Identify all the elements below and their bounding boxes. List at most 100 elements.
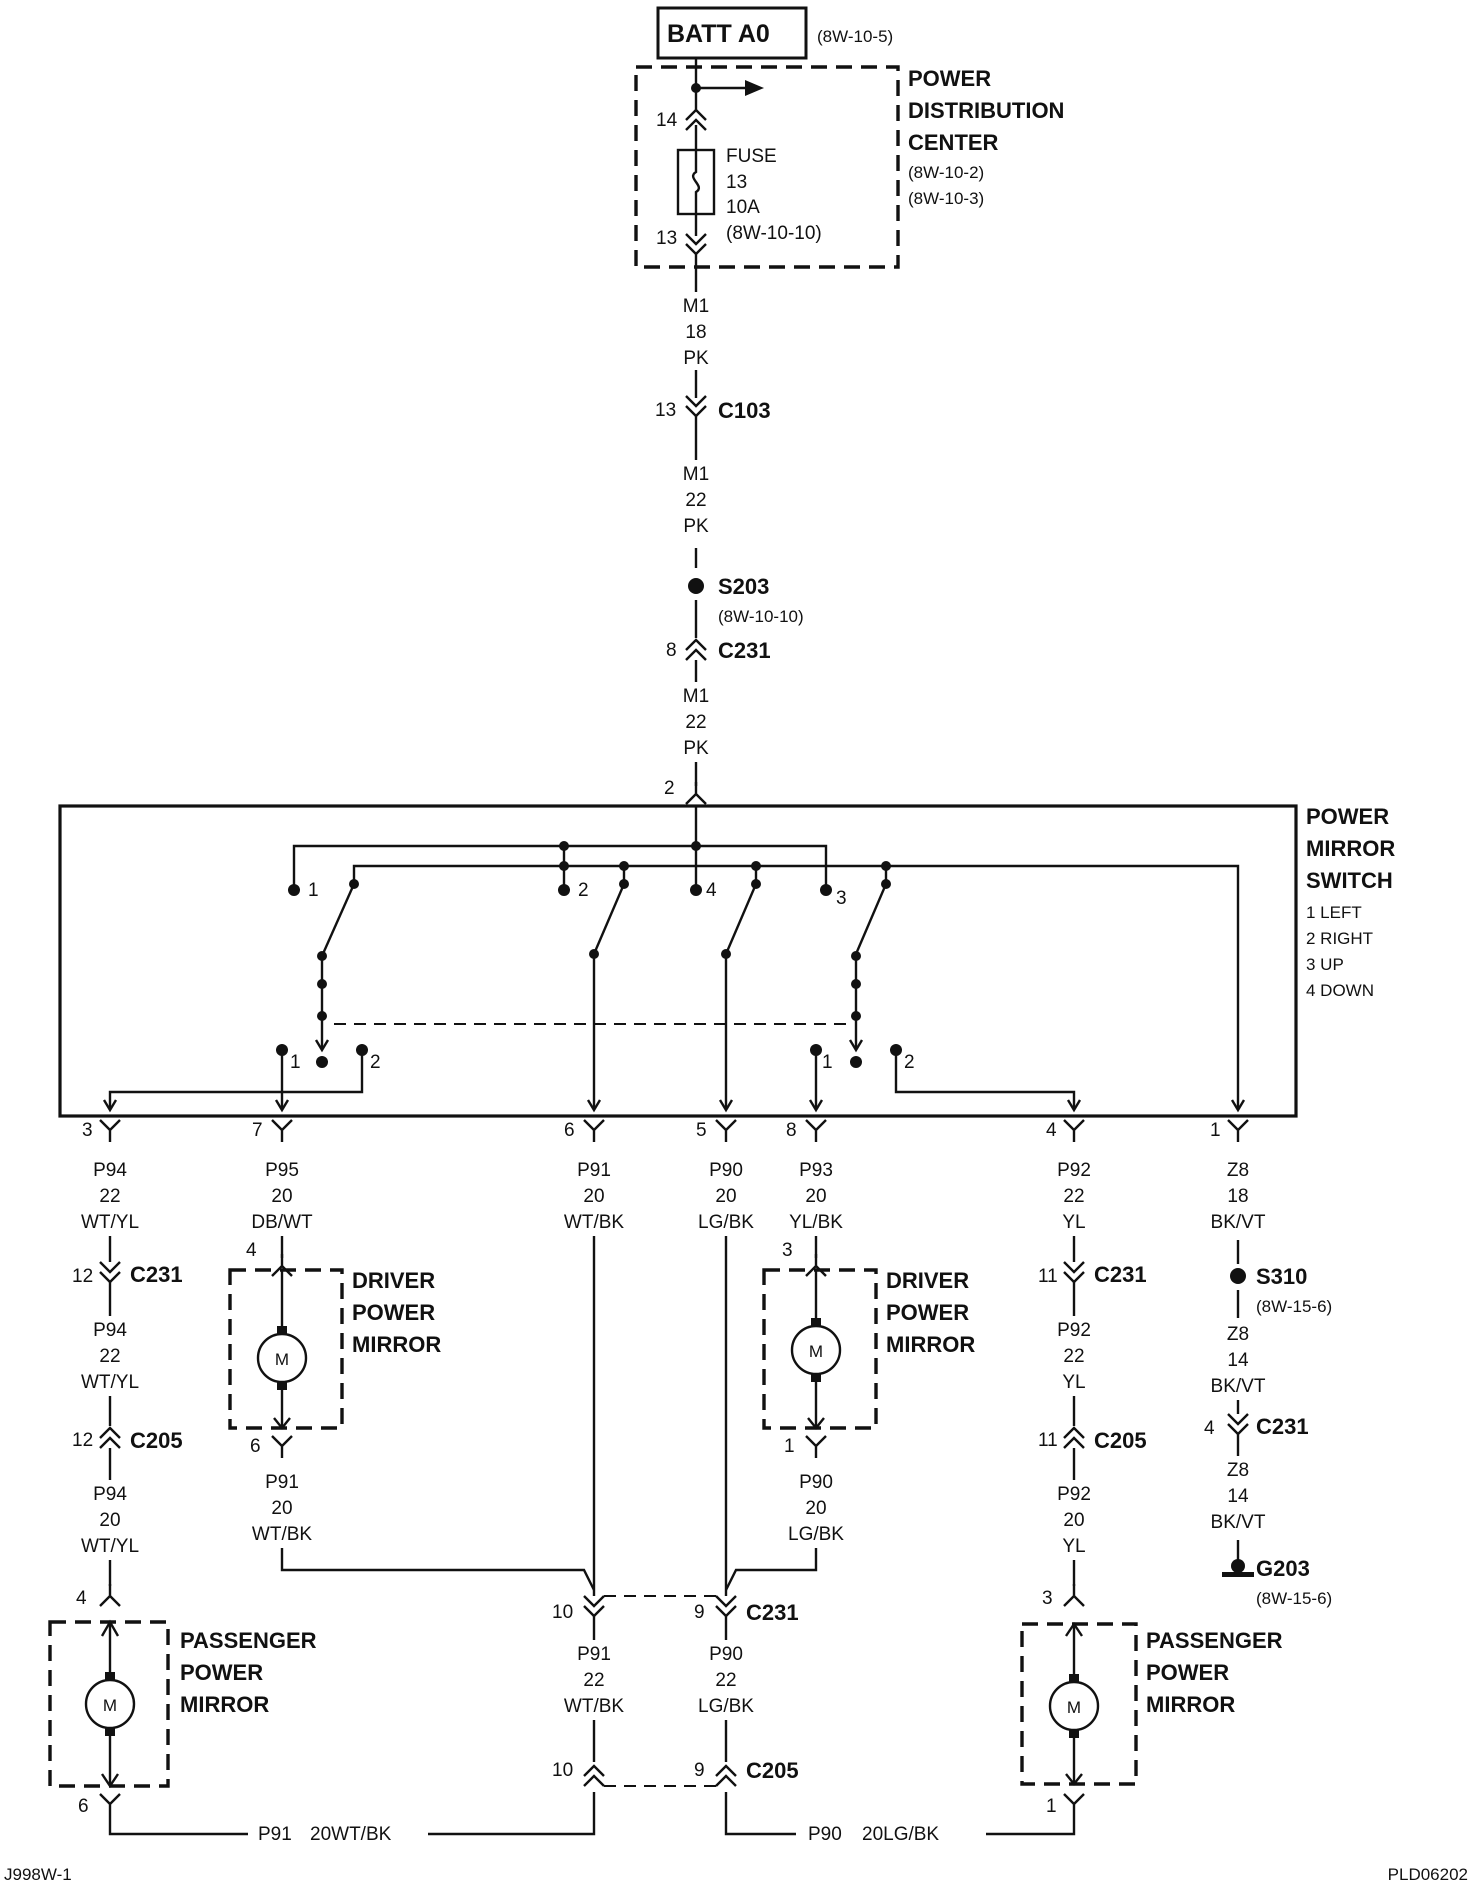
- motor-label: M: [275, 1350, 289, 1369]
- wire-label: WT/BK: [252, 1524, 312, 1545]
- wire-label: 22: [99, 1186, 120, 1207]
- wire-label: 20LG/BK: [862, 1824, 939, 1845]
- wire-label: PK: [683, 738, 709, 759]
- contact-label: 2: [370, 1052, 381, 1073]
- wire-label: 22: [715, 1670, 736, 1691]
- c205-label: C205: [130, 1428, 183, 1453]
- passenger-mirror-left: M PASSENGER POWER MIRROR 6 P91 20WT/BK: [48, 1619, 596, 1845]
- wire-label: 22: [685, 712, 706, 733]
- wire-label: 22: [1063, 1186, 1084, 1207]
- switch-title-2: MIRROR: [1306, 836, 1395, 861]
- wire-label: P91: [258, 1824, 292, 1845]
- c231-pin: 8: [666, 640, 677, 661]
- wire-label: WT/YL: [81, 1212, 139, 1233]
- contact-label: 1: [822, 1052, 833, 1073]
- pin-label: 1: [784, 1436, 795, 1457]
- mirror-title: MIRROR: [886, 1332, 975, 1357]
- pin-label: 10: [552, 1760, 573, 1781]
- switch-pin-2: 2: [664, 778, 675, 799]
- wire-label: P94: [93, 1320, 127, 1341]
- power-distribution-center: 14 FUSE 13 10A (8W-10-10) 13 POWER DISTR…: [634, 58, 1064, 269]
- mirror-title: POWER: [180, 1660, 263, 1685]
- wire-label: 22: [685, 490, 706, 511]
- pin-label: 4: [76, 1588, 87, 1609]
- pin-label: 10: [552, 1602, 573, 1623]
- center-circuits: P91 20 WT/BK P90 20 LG/BK 10 9 C231 P91 …: [552, 1160, 799, 1788]
- wire-label: 20WT/BK: [310, 1824, 392, 1845]
- driver-mirror-left: P95 20 DB/WT 4 M DRIVER POWER MIRROR 6 P…: [228, 1160, 596, 1591]
- s310-label: S310: [1256, 1264, 1307, 1289]
- pin-label: 6: [78, 1796, 89, 1817]
- wire-label: 22: [1063, 1346, 1084, 1367]
- wire-label: LG/BK: [698, 1212, 754, 1233]
- wire-label: YL/BK: [789, 1212, 843, 1233]
- contact-label: 1: [308, 880, 319, 901]
- pdc-pin-in: 14: [656, 110, 678, 131]
- pin-label: 9: [694, 1760, 705, 1781]
- wire-label: LG/BK: [788, 1524, 844, 1545]
- mirror-title: POWER: [886, 1300, 969, 1325]
- c231-label: C231: [1094, 1262, 1147, 1287]
- c103-pin: 13: [655, 400, 676, 421]
- s203-ref: (8W-10-10): [718, 607, 804, 626]
- wire-label: YL: [1062, 1536, 1085, 1557]
- pdc-title-3: CENTER: [908, 130, 999, 155]
- motor-label: M: [103, 1696, 117, 1715]
- c231-label: C231: [718, 638, 771, 663]
- mirror-title: POWER: [1146, 1660, 1229, 1685]
- contact-label: 2: [578, 880, 589, 901]
- fuse-ref: (8W-10-10): [726, 223, 822, 244]
- pin-label: 3: [82, 1120, 93, 1141]
- pdc-pin-out: 13: [656, 228, 677, 249]
- c103-label: C103: [718, 398, 771, 423]
- wire-label: 20: [271, 1498, 292, 1519]
- mirror-title: MIRROR: [1146, 1692, 1235, 1717]
- s203-label: S203: [718, 574, 769, 599]
- c205-label: C205: [1094, 1428, 1147, 1453]
- switch-legend-up: 3 UP: [1306, 955, 1344, 974]
- wire-label: WT/YL: [81, 1536, 139, 1557]
- wire-label: 18: [685, 322, 706, 343]
- wire-label: P91: [577, 1160, 611, 1181]
- c205-label: C205: [746, 1758, 799, 1783]
- wire-label: BK/VT: [1211, 1512, 1266, 1533]
- contact-label: 1: [290, 1052, 301, 1073]
- pdc-title-1: POWER: [908, 66, 991, 91]
- footer-code-right: PLD06202: [1388, 1865, 1468, 1884]
- pin-label: 11: [1038, 1430, 1058, 1451]
- arrow-right-icon: [745, 80, 764, 96]
- wire-label: 22: [583, 1670, 604, 1691]
- footer-code-left: J998W-1: [4, 1865, 72, 1884]
- wire-label: WT/YL: [81, 1372, 139, 1393]
- wire-label: LG/BK: [698, 1696, 754, 1717]
- c231-label: C231: [746, 1600, 799, 1625]
- p92-circuit: P92 22 YL 11 C231 P92 22 YL 11 C205 P92 …: [1038, 1160, 1147, 1609]
- pin-label: 12: [72, 1266, 93, 1287]
- wire-label: 20: [1063, 1510, 1084, 1531]
- wire-label: P94: [93, 1160, 127, 1181]
- wire-label: 14: [1227, 1350, 1249, 1371]
- wire-label: 20: [805, 1186, 826, 1207]
- ground-icon: [1222, 1559, 1254, 1577]
- pdc-title-2: DISTRIBUTION: [908, 98, 1064, 123]
- contact-label: 4: [706, 880, 717, 901]
- wire-label: BK/VT: [1211, 1212, 1266, 1233]
- wire-label: 18: [1227, 1186, 1248, 1207]
- pdc-ref-2: (8W-10-3): [908, 189, 984, 208]
- motor-label: M: [1067, 1698, 1081, 1717]
- fuse-rating: 10A: [726, 197, 760, 218]
- wire-label: BK/VT: [1211, 1376, 1266, 1397]
- mirror-title: DRIVER: [886, 1268, 969, 1293]
- pin-label: 4: [1046, 1120, 1057, 1141]
- driver-mirror-right: P93 20 YL/BK 3 M DRIVER POWER MIRROR 1 P…: [724, 1160, 975, 1591]
- power-mirror-switch: POWER MIRROR SWITCH 1 LEFT 2 RIGHT 3 UP …: [58, 804, 1395, 1118]
- fuse-label: FUSE: [726, 146, 777, 167]
- wire-label: 22: [99, 1346, 120, 1367]
- pin-label: 4: [1204, 1418, 1215, 1439]
- mirror-title: DRIVER: [352, 1268, 435, 1293]
- pin-label: 7: [252, 1120, 263, 1141]
- c231-label: C231: [130, 1262, 183, 1287]
- wire-label: YL: [1062, 1372, 1085, 1393]
- wire-label: P94: [93, 1484, 127, 1505]
